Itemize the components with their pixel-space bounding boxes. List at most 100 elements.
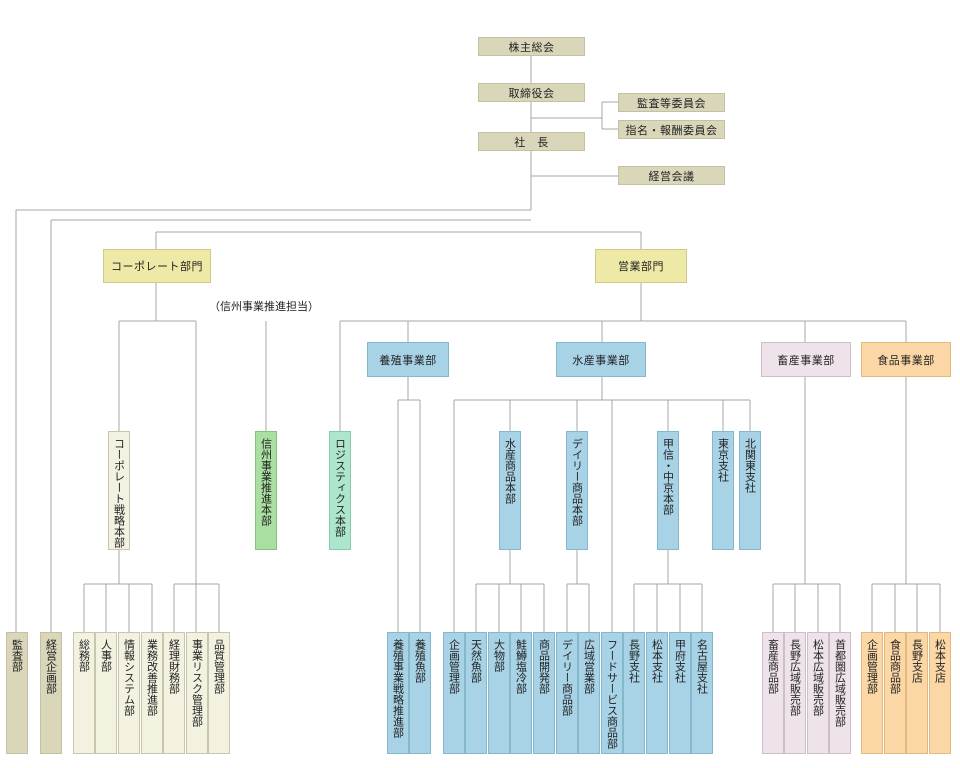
nagano-branch-box: 長野支社 [623,632,645,754]
shinshu-promotion-note: （信州事業推進担当） [209,300,319,313]
koshin-chukyo-hq-box: 甲信・中京本部 [657,431,679,550]
shinshu-promotion-hq-box: 信州事業推進本部 [255,431,277,550]
marine-division-box: 水産事業部 [556,342,646,377]
corp-planning-dept-box: 経営企画部 [40,632,62,754]
aqua-strategy-dept-box: 養殖事業戦略推進部 [387,632,409,754]
livestock-products-dept-box: 畜産商品部 [762,632,784,754]
president-label: 社 長 [514,135,549,149]
livestock-division-label: 畜産事業部 [777,353,835,367]
management-meeting-label: 経営会議 [648,169,695,183]
matsumoto-store-box: 松本支店 [929,632,951,754]
marine-division-label: 水産事業部 [572,353,630,367]
food-products-dept-label: 食品商品部 [888,639,902,694]
regional-sales-dept-box: 広域営業部 [578,632,600,754]
audit-dept-box: 監査部 [6,632,28,754]
daily-products-hq-label: デイリー商品本部 [570,438,584,526]
shinshu-promotion-hq-label: 信州事業推進本部 [259,438,273,526]
accounting-finance-dept-box: 経理財務部 [163,632,185,754]
board-of-directors-box: 取締役会 [478,83,585,102]
business-improvement-dept-box: 業務改善推進部 [141,632,163,754]
accounting-finance-dept-label: 経理財務部 [167,639,181,694]
livestock-products-dept-label: 畜産商品部 [766,639,780,694]
corporate-strategy-hq-box: コーポレート戦略本部 [108,431,130,550]
daily-products-hq-box: デイリー商品本部 [566,431,588,550]
kofu-branch-label: 甲府支社 [673,639,687,683]
nagano-store-box: 長野支店 [906,632,928,754]
matsumoto-branch-label: 松本支社 [650,639,664,683]
audit-dept-label: 監査部 [10,639,24,672]
president-box: 社 長 [478,132,585,151]
metro-wide-sales-dept-box: 首都圏広域販売部 [829,632,851,754]
planning-mgmt-dept-box: 企画管理部 [443,632,465,754]
nagoya-branch-box: 名古屋支社 [691,632,713,754]
hr-dept-box: 人事部 [95,632,117,754]
corporate-division-box: コーポレート部門 [103,249,211,283]
nagano-branch-label: 長野支社 [627,639,641,683]
aqua-fish-dept-box: 養殖魚部 [409,632,431,754]
corporate-division-label: コーポレート部門 [111,260,203,273]
natural-fish-dept-box: 天然魚部 [465,632,487,754]
regional-sales-dept-label: 広域営業部 [582,639,596,694]
info-systems-dept-label: 情報システム部 [122,639,136,716]
sales-division-label: 営業部門 [618,260,664,273]
logistics-hq-box: ロジスティクス本部 [329,431,351,550]
matsumoto-store-label: 松本支店 [933,639,947,683]
shareholders-meeting-label: 株主総会 [508,40,555,54]
livestock-division-box: 畜産事業部 [761,342,851,377]
management-meeting-box: 経営会議 [618,166,725,185]
aqua-strategy-dept-label: 養殖事業戦略推進部 [391,639,405,738]
nagoya-branch-label: 名古屋支社 [695,639,709,694]
aqua-fish-dept-label: 養殖魚部 [413,639,427,683]
nagano-store-label: 長野支店 [910,639,924,683]
nagano-wide-sales-dept-box: 長野広域販売部 [784,632,806,754]
salmon-trout-dept-label: 鮭鱒塩冷部 [514,639,528,694]
natural-fish-dept-label: 天然魚部 [469,639,483,683]
kitakanto-branch-box: 北関東支社 [739,431,761,550]
marine-products-hq-label: 水産商品本部 [503,438,517,504]
risk-management-dept-label: 事業リスク管理部 [190,639,204,727]
nomination-committee-box: 指名・報酬委員会 [618,120,725,139]
product-development-dept-box: 商品開発部 [533,632,555,754]
quality-management-dept-box: 品質管理部 [208,632,230,754]
metro-wide-sales-dept-label: 首都圏広域販売部 [833,639,847,727]
quality-management-dept-label: 品質管理部 [212,639,226,694]
nomination-committee-label: 指名・報酬委員会 [625,123,718,137]
kitakanto-branch-label: 北関東支社 [743,438,757,493]
general-affairs-dept-label: 総務部 [77,639,91,672]
food-division-box: 食品事業部 [861,342,951,377]
salmon-trout-dept-box: 鮭鱒塩冷部 [510,632,532,754]
risk-management-dept-box: 事業リスク管理部 [186,632,208,754]
large-fish-dept-box: 大物部 [488,632,510,754]
shareholders-meeting-box: 株主総会 [478,37,585,56]
logistics-hq-label: ロジスティクス本部 [333,438,347,537]
food-planning-mgmt-dept-box: 企画管理部 [861,632,883,754]
aquaculture-division-label: 養殖事業部 [379,353,437,367]
matsumoto-branch-box: 松本支社 [646,632,668,754]
koshin-chukyo-hq-label: 甲信・中京本部 [661,438,675,515]
hr-dept-label: 人事部 [99,639,113,672]
general-affairs-dept-box: 総務部 [73,632,95,754]
tokyo-branch-box: 東京支社 [712,431,734,550]
audit-committee-label: 監査等委員会 [637,96,706,110]
food-service-dept-box: フードサービス商品部 [601,632,623,754]
sales-division-box: 営業部門 [595,249,687,283]
marine-products-hq-box: 水産商品本部 [499,431,521,550]
matsumoto-wide-sales-dept-box: 松本広域販売部 [807,632,829,754]
kofu-branch-box: 甲府支社 [669,632,691,754]
business-improvement-dept-label: 業務改善推進部 [145,639,159,716]
corp-planning-dept-label: 経営企画部 [44,639,58,694]
food-service-dept-label: フードサービス商品部 [605,639,619,749]
tokyo-branch-label: 東京支社 [716,438,730,482]
audit-committee-box: 監査等委員会 [618,93,725,112]
food-planning-mgmt-dept-label: 企画管理部 [865,639,879,694]
nagano-wide-sales-dept-label: 長野広域販売部 [788,639,802,716]
matsumoto-wide-sales-dept-label: 松本広域販売部 [811,639,825,716]
board-of-directors-label: 取締役会 [508,86,555,100]
product-development-dept-label: 商品開発部 [537,639,551,694]
food-division-label: 食品事業部 [877,353,935,367]
daily-products-dept-label: デイリー商品部 [560,639,574,716]
food-products-dept-box: 食品商品部 [884,632,906,754]
info-systems-dept-box: 情報システム部 [118,632,140,754]
aquaculture-division-box: 養殖事業部 [367,342,449,377]
